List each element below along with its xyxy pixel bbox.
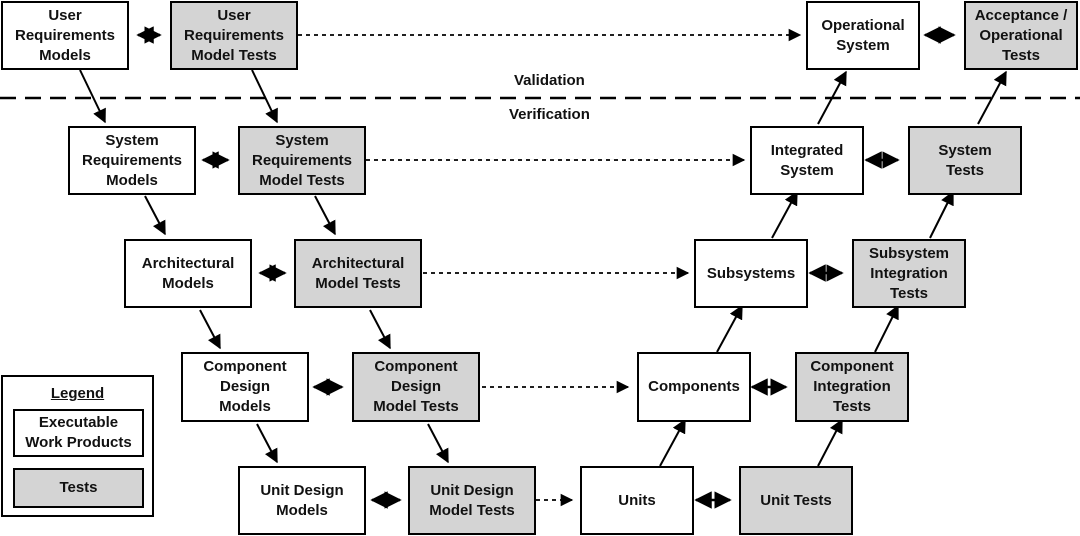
arrow-sys-req-to-arch [144,195,166,236]
legend-title: Legend [50,385,105,402]
user-requirements-model-tests-box: User Requirements Model Tests [170,1,298,70]
architectural-model-tests-box: Architectural Model Tests [294,239,422,308]
arrow-subsystem-tests-to-system-tests [929,190,954,239]
component-integration-tests-box: Component Integration Tests [795,352,909,422]
unit-design-models-box: Unit Design Models [238,466,366,535]
architectural-models-box: Architectural Models [124,239,252,308]
arrow-comp-tests-to-unit-tests [427,423,449,464]
legend-work-products-swatch: Executable Work Products [13,409,144,457]
operational-system-box: Operational System [806,1,920,70]
arrow-integrated-to-operational [817,70,847,125]
arrow-unit-tests-to-comp-int-tests [817,418,843,467]
components-box: Components [637,352,751,422]
user-requirements-models-box: User Requirements Models [1,1,129,70]
system-tests-box: System Tests [908,126,1022,195]
verification-label: Verification [509,106,590,123]
arrow-sys-tests-to-arch-tests [314,195,336,236]
acceptance-operational-tests-box: Acceptance / Operational Tests [964,1,1078,70]
system-requirements-model-tests-box: System Requirements Model Tests [238,126,366,195]
arrow-user-tests-to-sys-tests [251,69,278,124]
component-design-models-box: Component Design Models [181,352,309,422]
subsystems-box: Subsystems [694,239,808,308]
arrow-comp-int-tests-to-subsystem-tests [874,304,899,353]
component-design-model-tests-box: Component Design Model Tests [352,352,480,422]
arrow-user-req-to-sys-req [79,69,106,124]
arrow-arch-to-comp [199,309,221,350]
arrow-comp-to-unit [256,423,278,464]
validation-label: Validation [514,72,585,89]
arrow-system-tests-to-acceptance [977,70,1007,125]
arrow-components-to-subsystems [716,304,743,353]
integrated-system-box: Integrated System [750,126,864,195]
legend: Legend Executable Work Products Tests [1,375,154,517]
arrow-arch-tests-to-comp-tests [369,309,391,350]
subsystem-integration-tests-box: Subsystem Integration Tests [852,239,966,308]
unit-design-model-tests-box: Unit Design Model Tests [408,466,536,535]
system-requirements-models-box: System Requirements Models [68,126,196,195]
unit-tests-box: Unit Tests [739,466,853,535]
arrow-subsystems-to-integrated [771,190,798,239]
legend-tests-swatch: Tests [13,468,144,508]
units-box: Units [580,466,694,535]
arrow-units-to-components [659,418,686,467]
